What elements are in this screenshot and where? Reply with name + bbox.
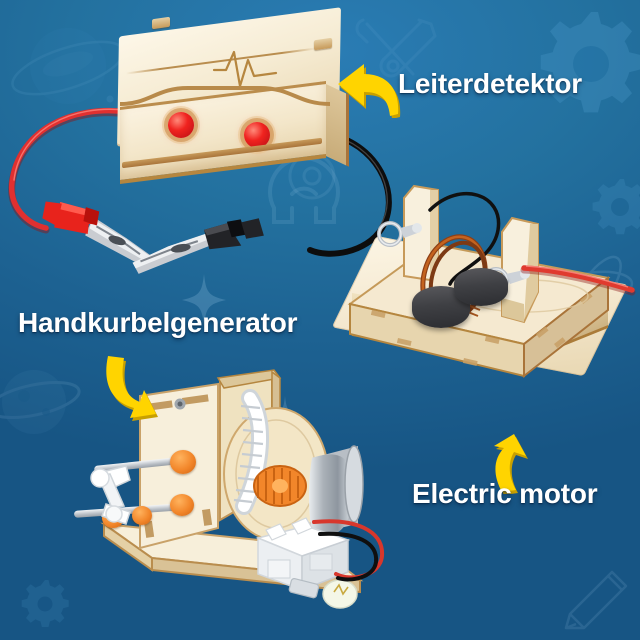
arrow-to-detector bbox=[334, 62, 406, 119]
pencil-icon bbox=[564, 570, 628, 630]
generator-lead-wires bbox=[312, 519, 385, 582]
lid-tab bbox=[152, 16, 170, 30]
motor-clip-left bbox=[377, 221, 422, 247]
product-leiterdetektor bbox=[8, 7, 392, 274]
red-alligator-clip bbox=[42, 201, 154, 268]
detector-front-trim bbox=[120, 86, 330, 106]
product-electric-motor bbox=[331, 182, 636, 397]
generator-light-bulb bbox=[288, 578, 358, 609]
label-leiterdetektor: Leiterdetektor bbox=[398, 68, 582, 99]
gear-icon bbox=[21, 580, 69, 627]
red-lead-wire bbox=[8, 108, 132, 234]
black-alligator-clip bbox=[132, 218, 264, 274]
generator-orange-collar-crank-outer bbox=[132, 506, 152, 525]
generator-orange-collar-upper bbox=[170, 450, 196, 474]
product-handkurbelgenerator bbox=[66, 364, 396, 614]
arrow-to-generator bbox=[98, 352, 160, 424]
label-handkurbelgenerator: Handkurbelgenerator bbox=[18, 307, 298, 338]
arrow-to-motor bbox=[484, 432, 536, 495]
label-electric-motor: Electric motor bbox=[412, 478, 598, 509]
generator-motor-cylinder bbox=[309, 445, 364, 536]
disc-magnet-back bbox=[454, 268, 508, 306]
generator-orange-collar-lower bbox=[170, 494, 194, 516]
generator-worm-gear bbox=[233, 389, 269, 515]
gear-icon bbox=[540, 12, 640, 113]
motor-right-support-post bbox=[501, 216, 539, 324]
motor-red-wire bbox=[520, 265, 636, 296]
detector-led-left bbox=[168, 112, 194, 138]
generator-orange-pinion-gear bbox=[253, 465, 307, 507]
generator-hand-crank bbox=[90, 465, 131, 525]
